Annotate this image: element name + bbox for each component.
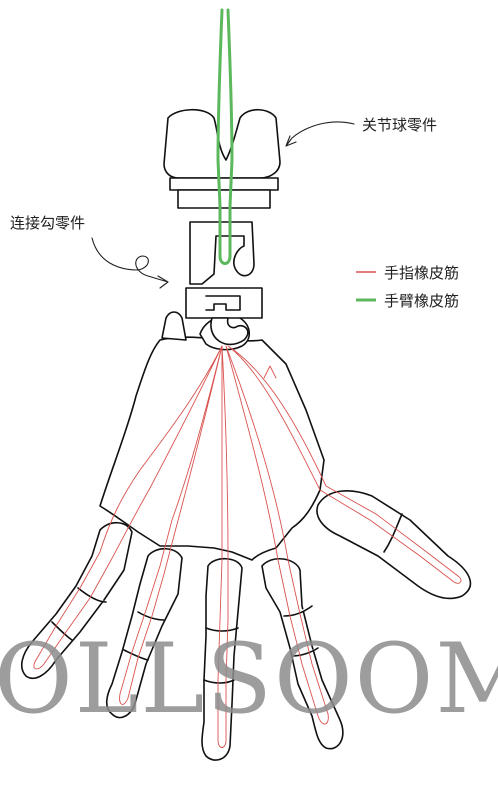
label-hook-connector: 连接勾零件 xyxy=(10,214,85,232)
finger-elastic xyxy=(33,345,462,748)
legend-label-finger: 手指橡皮筋 xyxy=(384,264,459,282)
ball-joint-top xyxy=(163,108,281,179)
finger-elastic-arrow xyxy=(263,365,277,379)
finger-ring-joint xyxy=(203,679,235,684)
finger-ring xyxy=(201,557,243,761)
hook-connector-part xyxy=(185,221,263,346)
legend-label-arm: 手臂橡皮筋 xyxy=(384,292,459,310)
finger-ring-joint xyxy=(205,627,239,632)
finger-elastic-to-middle xyxy=(119,345,223,705)
ball-joint-ring xyxy=(169,177,279,191)
finger-elastic-to-little xyxy=(225,345,329,725)
finger-index xyxy=(20,521,133,680)
finger-little-joint xyxy=(283,605,313,617)
thumb xyxy=(316,490,472,600)
hook-body xyxy=(189,221,255,285)
finger-little-joint xyxy=(291,647,319,657)
thumb-joint-line xyxy=(383,513,403,553)
finger-elastic-to-thumb xyxy=(227,345,462,584)
palm xyxy=(99,336,325,561)
hook-claw xyxy=(210,317,249,346)
ball-joint-part xyxy=(163,108,281,209)
palm-tab xyxy=(161,311,187,341)
finger-index-joint xyxy=(51,621,73,641)
hook-connector-pointer xyxy=(91,237,169,289)
hook-base-slot xyxy=(205,295,241,311)
finger-elastic-to-index xyxy=(33,345,223,670)
watermark: OLLSOOM xyxy=(0,623,498,735)
ball-joint-base xyxy=(177,189,271,209)
ball-joint-pointer xyxy=(285,121,355,147)
legend: 手指橡皮筋 手臂橡皮筋 xyxy=(356,264,459,310)
finger-middle-joint xyxy=(123,649,149,661)
arm-elastic-loop xyxy=(216,8,234,265)
finger-elastic-to-ring xyxy=(217,345,229,748)
label-ball-joint: 关节球零件 xyxy=(362,116,437,134)
arm-elastic xyxy=(216,8,234,265)
